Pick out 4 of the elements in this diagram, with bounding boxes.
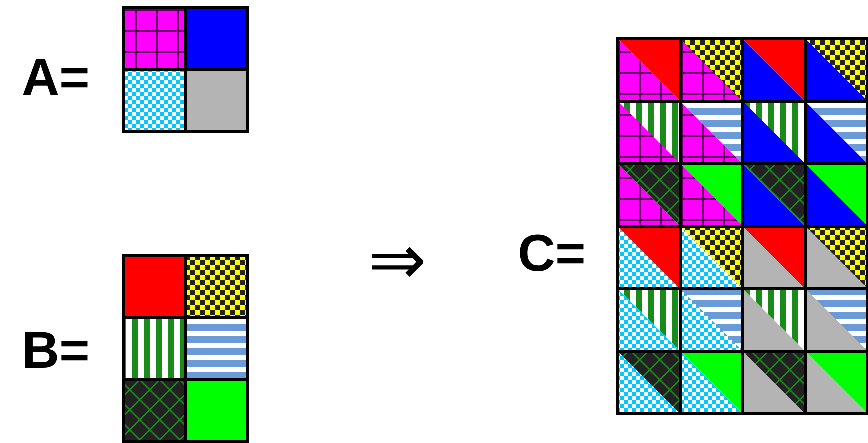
matrix-name: A= <box>22 52 90 104</box>
matrix-name: B= <box>22 325 90 377</box>
implies-arrow: ⇒ <box>368 225 427 295</box>
matrix-name: C= <box>518 228 586 280</box>
